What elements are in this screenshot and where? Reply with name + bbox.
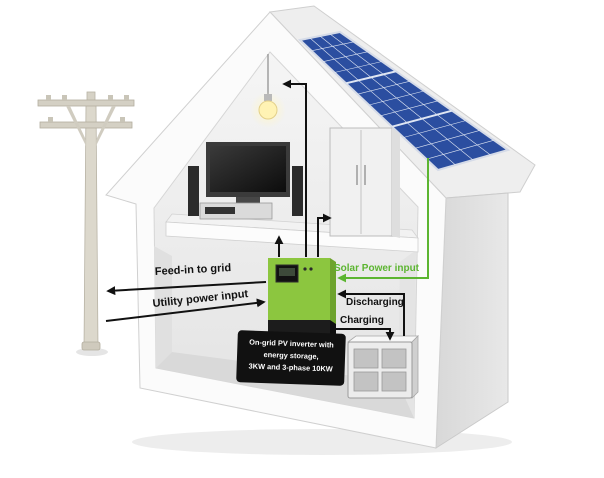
pole-crossarm-upper [38,100,134,106]
charging-label: Charging [340,315,384,326]
inverter [268,258,336,338]
insulator [120,117,125,122]
battery-cell [382,372,406,391]
utility-pole [38,92,134,350]
battery [348,336,418,398]
caption-line: energy storage, [263,350,318,361]
fridge-handle [356,165,358,185]
insulator [46,95,51,100]
inverter-button [303,267,306,270]
battery-side [412,336,418,398]
solar-input-label: Solar Power input [334,263,420,274]
inverter-button [309,267,312,270]
tv-screen [210,146,286,192]
house-side-wall [436,193,508,448]
tv-stand [236,197,260,203]
inverter-display-screen [279,268,295,276]
insulator [124,95,129,100]
insulator [62,95,67,100]
bulb-socket [264,94,272,101]
inverter-caption: On-grid PV inverter with energy storage,… [236,330,346,386]
discharging-label: Discharging [346,297,404,308]
battery-cell [382,349,406,368]
fridge-handle [364,165,366,185]
speaker-left [188,166,199,216]
console-device [205,207,235,214]
pole-crossarm-lower [40,122,132,128]
insulator [48,117,53,122]
battery-top [348,336,418,342]
battery-cell [354,372,378,391]
insulator [108,95,113,100]
pole-base [82,342,100,350]
pole-shaft [84,104,98,348]
battery-cell [354,349,378,368]
light-bulb-icon [259,101,277,119]
fridge-side [392,128,400,238]
speaker-right [292,166,303,216]
refrigerator [330,128,400,238]
